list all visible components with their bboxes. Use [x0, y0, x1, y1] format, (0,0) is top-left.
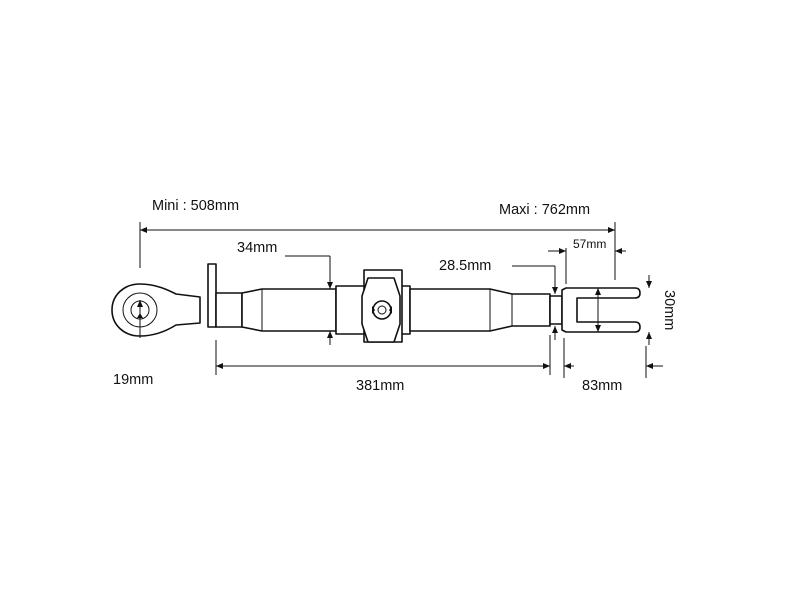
- clevis-width-label: 30mm: [661, 290, 677, 330]
- clevis-length-label: 83mm: [582, 378, 622, 394]
- thread-diameter-dimension: [512, 265, 558, 340]
- jaw-opening-dimension: [548, 248, 626, 284]
- clevis-length-dimension: [563, 338, 663, 378]
- left-threaded-tube: [215, 288, 337, 332]
- maxi-length-label: Maxi : 762mm: [499, 202, 590, 218]
- clevis-neck: [549, 295, 563, 325]
- clevis-jaw: [561, 287, 641, 333]
- thread-length-label: 381mm: [356, 378, 404, 394]
- right-threaded-tube: [409, 288, 551, 332]
- central-body: [335, 269, 411, 343]
- jaw-opening-label: 57mm: [573, 237, 606, 251]
- thread-length-dimension: [215, 335, 551, 375]
- thread-diameter-label: 28.5mm: [439, 258, 491, 274]
- tube-diameter-dimension: [285, 255, 333, 345]
- ball-diameter-label: 19mm: [113, 372, 153, 388]
- mounting-plate: [207, 263, 217, 328]
- mini-length-label: Mini : 508mm: [152, 198, 239, 214]
- ball-end-eye: [111, 283, 201, 337]
- tube-diameter-label: 34mm: [237, 240, 277, 256]
